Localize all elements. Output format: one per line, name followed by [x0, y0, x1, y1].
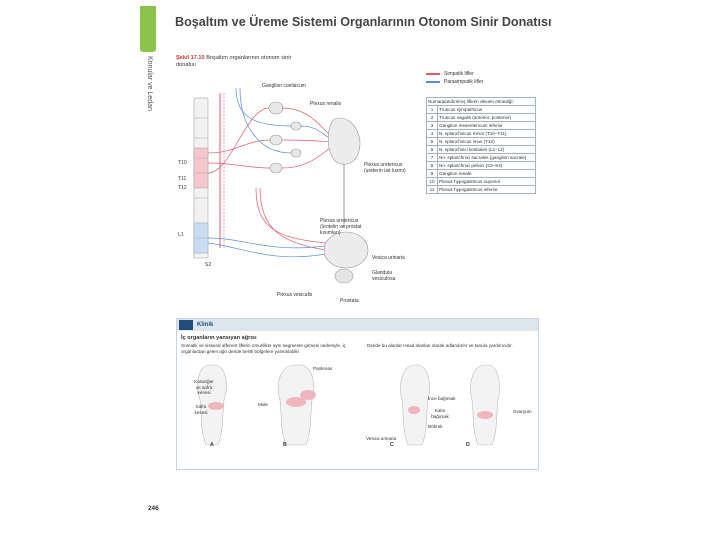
legend: Simpatik lifler Parasimpatik lifler: [426, 70, 496, 86]
label-plexus-uretericus-lower: Plexus uretericus (ürotelin ve prostat k…: [320, 218, 362, 236]
figure-letter-d: D: [466, 442, 470, 448]
parasympathetic-fibers: [207, 87, 337, 258]
label-t12: T12: [178, 185, 187, 191]
chapter-tab: [140, 6, 156, 52]
label-kalin: Kalın bağırsak: [431, 408, 449, 419]
bladder: [323, 231, 369, 269]
label-plexus-renalis: Plexus renalis: [310, 101, 342, 107]
label-pankreas: Pankreas: [313, 366, 333, 371]
kidney: [327, 117, 361, 165]
body-figure-c: [400, 364, 430, 446]
label-plexus-vesicalis: Plexus vesicalis: [277, 292, 313, 298]
clinical-box-header: Klinik: [177, 319, 538, 331]
label-l1: L1: [178, 232, 184, 238]
clinical-badge-icon: [179, 320, 193, 330]
key-header: Numaralandırılmış liflerin devam etmediğ…: [426, 97, 536, 106]
prostate: [334, 268, 354, 284]
label-ganglion: Ganglion coeliacum: [262, 83, 306, 89]
key-table: Numaralandırılmış liflerin devam etmediğ…: [426, 97, 536, 194]
clinical-tag: Klinik: [197, 322, 214, 328]
page-title: Boşaltım ve Üreme Sistemi Organlarının O…: [175, 15, 552, 29]
legend-item-parasympathetic: Parasimpatik lifler: [426, 78, 496, 86]
head-zones: [208, 390, 493, 419]
legend-item-sympathetic: Simpatik lifler: [426, 70, 496, 78]
label-mide: Mide: [258, 402, 268, 407]
body-figures: [197, 364, 500, 446]
figure-number: Şekil 17.10: [176, 55, 205, 61]
label-prostata: Prostata: [340, 298, 359, 304]
label-mesane: Vesica urinaria: [366, 436, 397, 441]
label-karaciger: Karaciğer ve safra kesesi: [194, 379, 214, 396]
legend-swatch-blue: [426, 81, 440, 83]
page-number: 246: [148, 505, 159, 512]
label-vesica: Vesica urinaria: [372, 255, 405, 261]
figure-letter-c: C: [390, 442, 394, 448]
side-label: Konular ve Ledan: [146, 56, 153, 111]
clinical-heading: İç organların yansıyan ağrısı: [181, 335, 257, 341]
label-s2: S2: [205, 262, 212, 268]
legend-swatch-red: [426, 73, 440, 75]
clinical-text-col2: Deride bu alanlar Head alanları olarak a…: [367, 343, 513, 348]
label-plexus-uretericus: Plexus uretericus (ureterin üst kısmı): [364, 162, 406, 174]
label-t10: T10: [178, 160, 187, 166]
label-t11: T11: [178, 176, 187, 182]
body-figure-d: [470, 364, 500, 446]
figure-caption-text: Boşaltım organlarının otonom sinir donat…: [176, 55, 292, 68]
clinical-text-col1: Somatik ve visseral afferent liflerin om…: [181, 343, 346, 354]
figure-letter-b: B: [283, 442, 287, 448]
figure-caption: Şekil 17.10 Boşaltım organlarının otonom…: [176, 55, 306, 69]
nerve-diagram: [193, 87, 369, 284]
ganglia: [268, 101, 302, 174]
label-ince: İnce bağırsak: [428, 396, 456, 401]
label-ovaryum: Ovaryum: [513, 409, 532, 414]
key-header-row: Numaralandırılmış liflerin devam etmediğ…: [426, 97, 536, 106]
spinal-column: [193, 97, 209, 259]
label-glandula: Glandula vesiculosa: [372, 270, 396, 282]
label-safra: Safra kesesi: [194, 404, 208, 415]
figure-letter-a: A: [210, 442, 214, 448]
label-bobrek: Böbrek: [428, 424, 443, 429]
